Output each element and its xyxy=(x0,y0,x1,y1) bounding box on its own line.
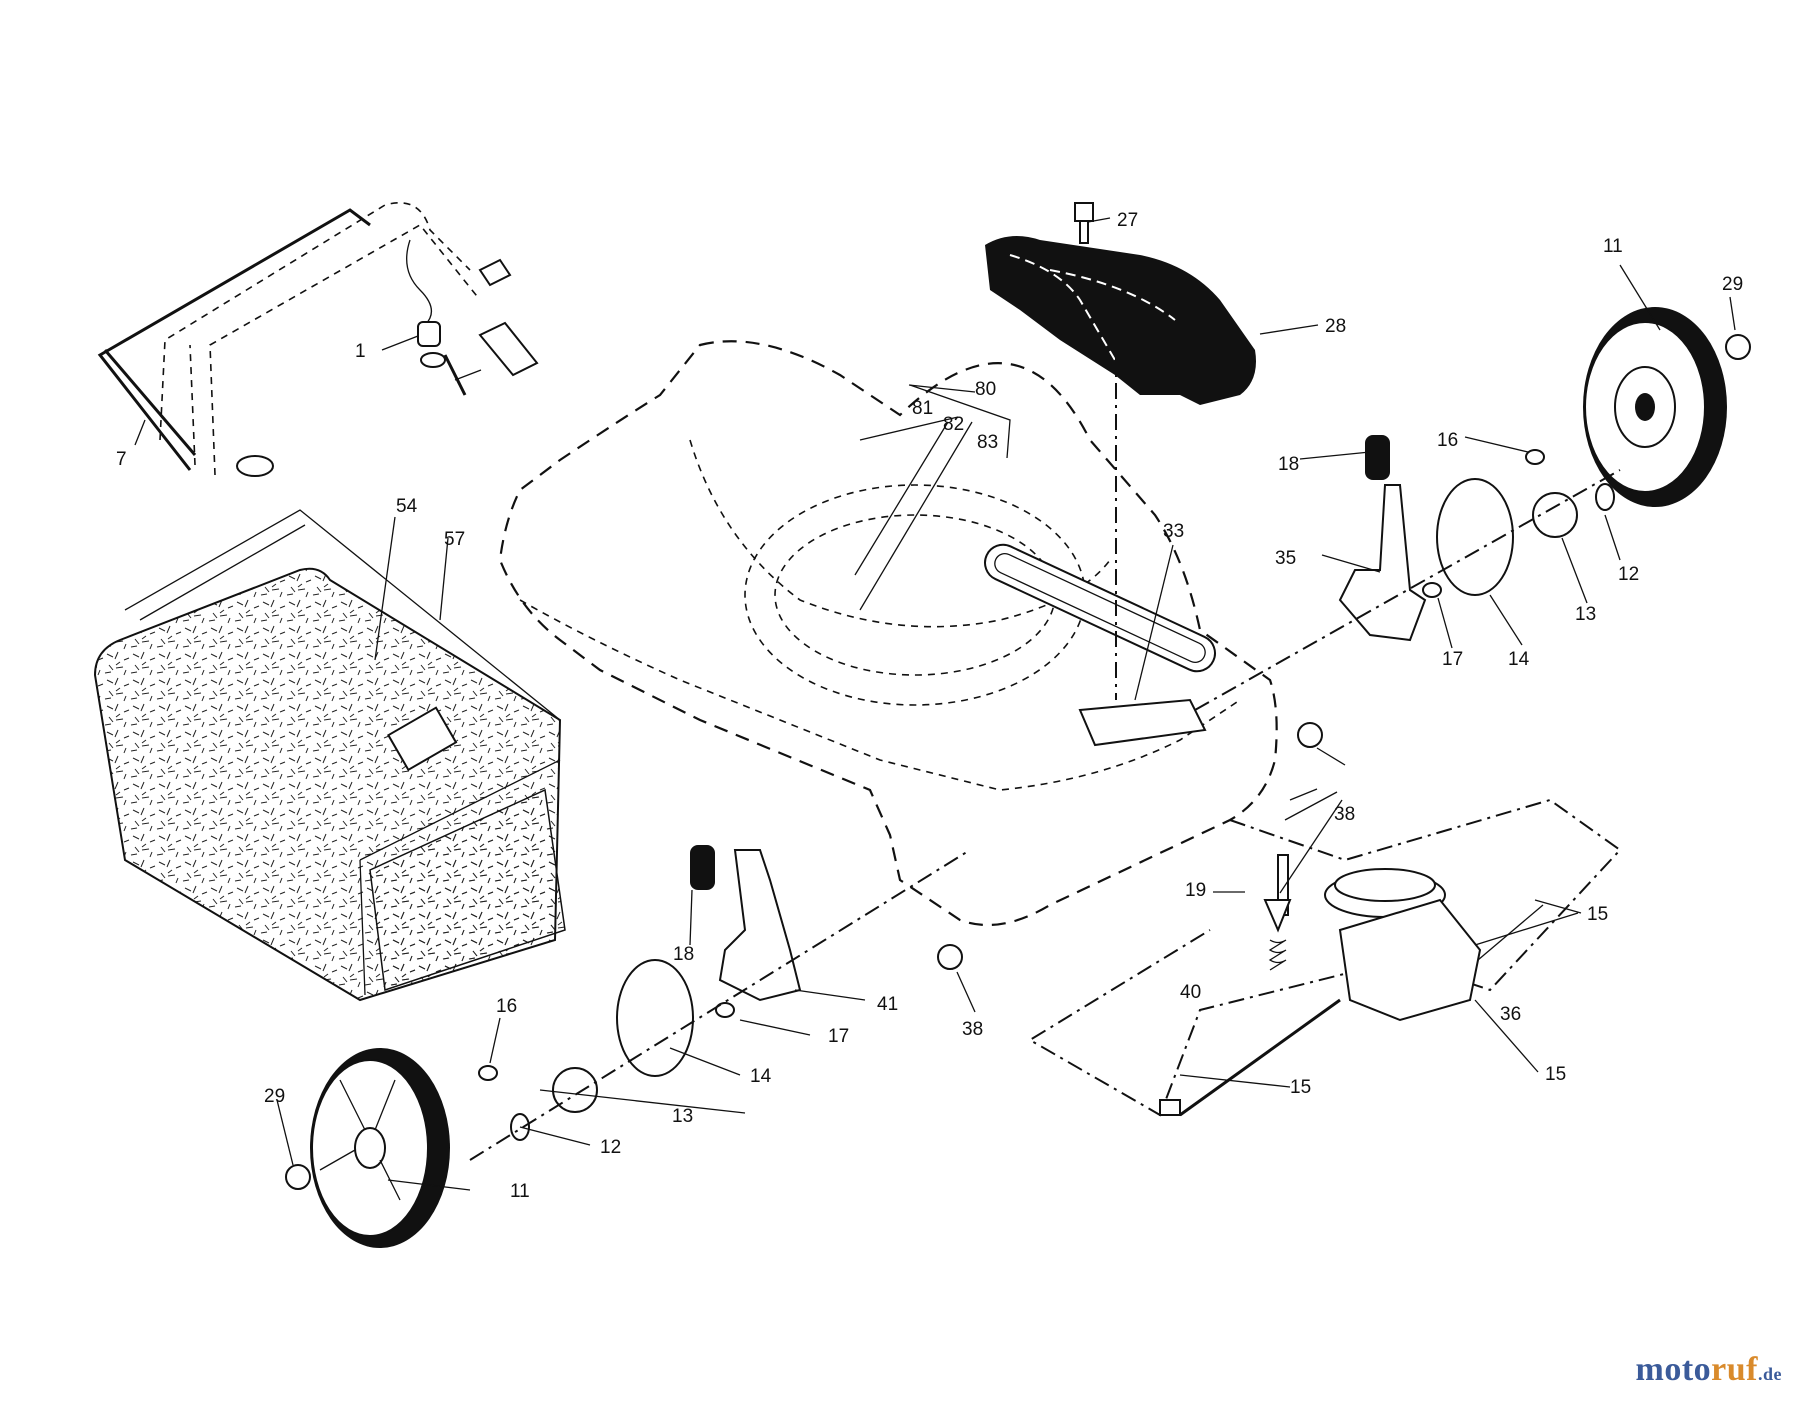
watermark-logo: motoruf.de xyxy=(1635,1351,1782,1388)
callout-83: 83 xyxy=(977,432,998,453)
callout-17-left: 17 xyxy=(828,1026,849,1047)
callout-18-right: 18 xyxy=(1278,454,1299,475)
callout-29-right: 29 xyxy=(1722,274,1743,295)
callout-1: 1 xyxy=(355,341,366,362)
callout-13-right: 13 xyxy=(1575,604,1596,625)
callout-36: 36 xyxy=(1500,1004,1521,1025)
callout-38-left: 38 xyxy=(962,1019,983,1040)
callout-81: 81 xyxy=(912,398,933,419)
callout-labels: 1 7 11 11 12 12 13 13 14 14 15 15 15 16 … xyxy=(116,210,1743,1202)
callout-33: 33 xyxy=(1163,521,1184,542)
callout-17-right: 17 xyxy=(1442,649,1463,670)
callout-15-extra: 15 xyxy=(1545,1064,1566,1085)
callout-41: 41 xyxy=(877,994,898,1015)
mower-deck xyxy=(498,340,1278,927)
callout-11-right: 11 xyxy=(1603,236,1623,257)
callout-16-right: 16 xyxy=(1437,430,1458,451)
drive-assembly xyxy=(937,722,1622,1117)
callout-27: 27 xyxy=(1117,210,1138,231)
callout-15-axle: 15 xyxy=(1290,1077,1311,1098)
callout-35: 35 xyxy=(1275,548,1296,569)
callout-16-left: 16 xyxy=(496,996,517,1017)
callout-11-left: 11 xyxy=(510,1181,530,1202)
rear-cover xyxy=(985,202,1256,700)
handle-assembly xyxy=(97,201,539,477)
callout-82: 82 xyxy=(943,414,964,435)
callout-18-left: 18 xyxy=(673,944,694,965)
callout-12-left: 12 xyxy=(600,1137,621,1158)
callout-54: 54 xyxy=(396,496,418,517)
grass-catcher xyxy=(93,509,566,1002)
front-left-wheel-assembly xyxy=(285,845,971,1248)
rear-right-wheel-assembly xyxy=(1194,307,1751,711)
callout-14-right: 14 xyxy=(1508,649,1530,670)
callout-29-left: 29 xyxy=(264,1086,285,1107)
callout-57: 57 xyxy=(444,529,465,550)
callout-38-right: 38 xyxy=(1334,804,1355,825)
callout-7: 7 xyxy=(116,449,127,470)
leader-lines xyxy=(134,217,1736,1191)
callout-14-left: 14 xyxy=(750,1066,772,1087)
callout-19: 19 xyxy=(1185,880,1206,901)
callout-13-left: 13 xyxy=(672,1106,693,1127)
callout-28: 28 xyxy=(1325,316,1346,337)
callout-12-right: 12 xyxy=(1618,564,1639,585)
callout-80: 80 xyxy=(975,379,996,400)
callout-15-gear: 15 xyxy=(1587,904,1608,925)
callout-40: 40 xyxy=(1180,982,1201,1003)
